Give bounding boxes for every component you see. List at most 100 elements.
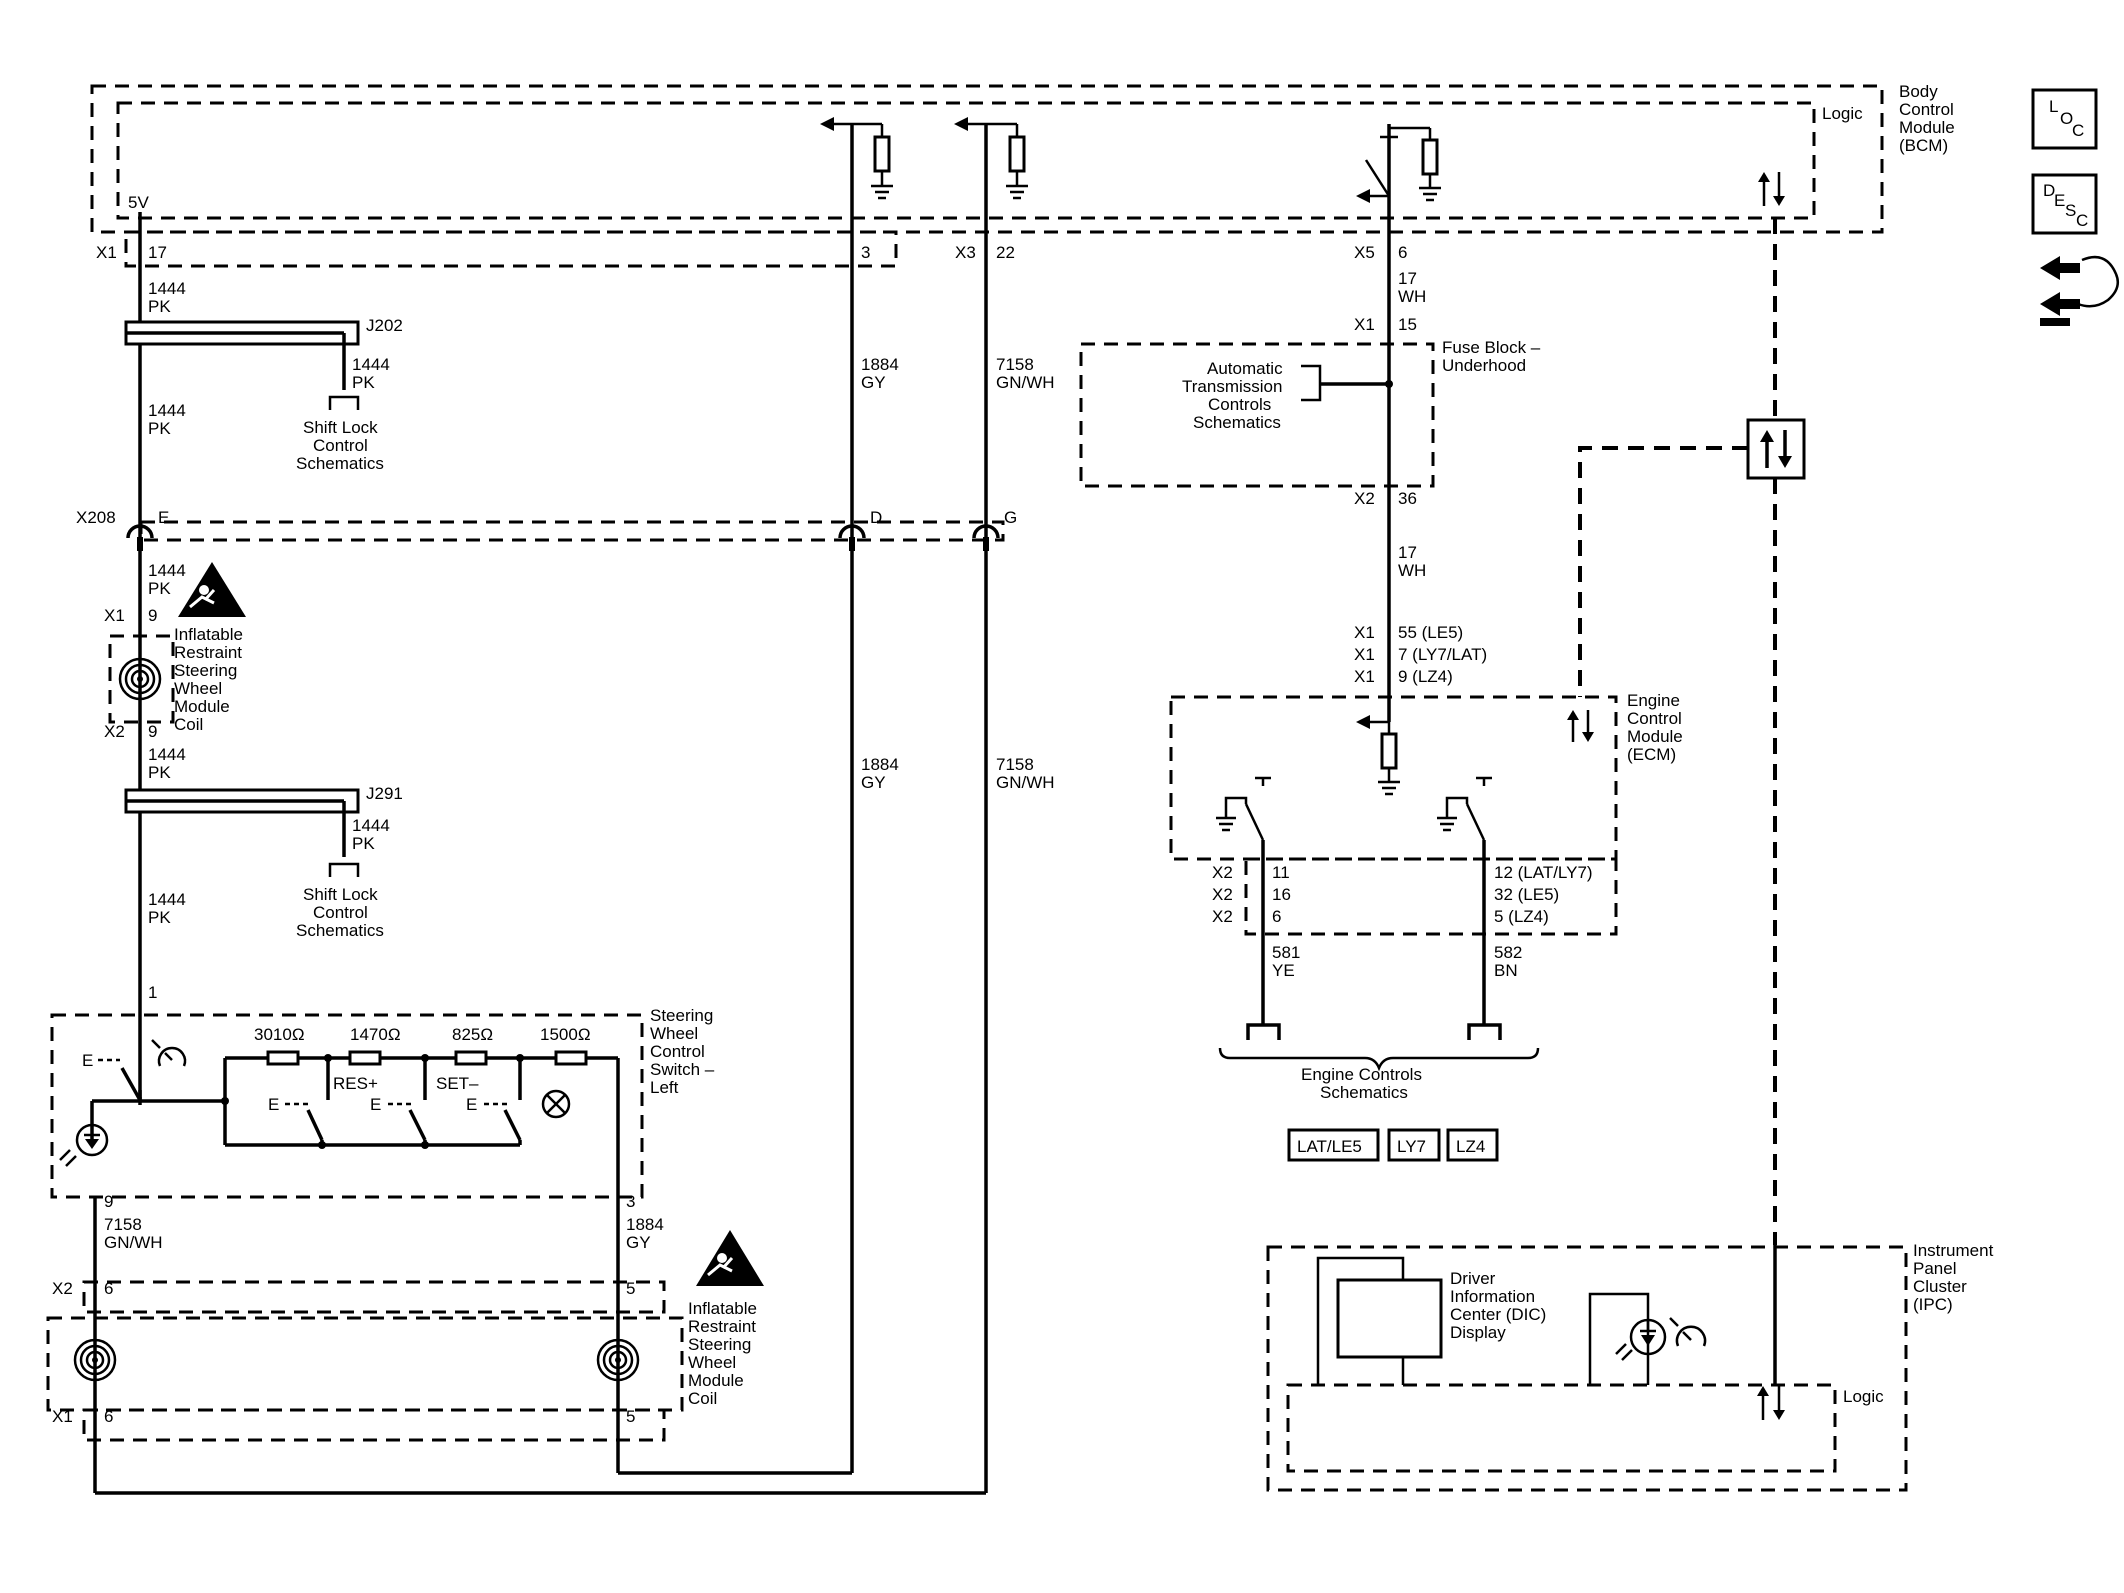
ecm-pin-11: 11 bbox=[1272, 863, 1290, 882]
c7158-a: 7158 bbox=[996, 355, 1034, 374]
shift-lock-3b: Schematics bbox=[296, 921, 384, 940]
pk-e: PK bbox=[148, 763, 171, 782]
label-pin9-c: 9 bbox=[104, 1192, 113, 1211]
c1444-a: 1444 bbox=[148, 279, 186, 298]
shift-lock-1a: Shift Lock bbox=[303, 418, 378, 437]
label-set: SET– bbox=[436, 1074, 479, 1093]
coil-lower-2: Restraint bbox=[688, 1317, 756, 1336]
coil-upper-1: Inflatable bbox=[174, 625, 243, 644]
label-x1-ecm-c: X1 bbox=[1354, 667, 1375, 686]
label-5v: 5V bbox=[128, 193, 149, 212]
ye: YE bbox=[1272, 961, 1295, 980]
auto-trans-1: Automatic bbox=[1207, 359, 1283, 378]
label-x2-ecm-a: X2 bbox=[1212, 863, 1233, 882]
c1444-f: 1444 bbox=[352, 816, 390, 835]
option-lat-le5 bbox=[1287, 1128, 1380, 1162]
label-x208: X208 bbox=[76, 508, 116, 527]
gy-c: GY bbox=[626, 1233, 651, 1252]
fuse-block-2: Underhood bbox=[1442, 356, 1526, 375]
loc-letter-1: L bbox=[2049, 97, 2058, 116]
coil-lower-4: Wheel bbox=[688, 1353, 736, 1372]
pk-g: PK bbox=[148, 908, 171, 927]
bcm-driver-switch bbox=[1356, 126, 1441, 203]
option-lat-le5-label: LAT/LE5 bbox=[1297, 1137, 1362, 1156]
ipc-label-2: Panel bbox=[1913, 1259, 1956, 1278]
c1884-c: 1884 bbox=[626, 1215, 664, 1234]
ecm-serial-arrows-icon bbox=[1567, 710, 1594, 742]
ipc-gauge-icon bbox=[1669, 1317, 1707, 1347]
shift-lock-3a: Schematics bbox=[296, 454, 384, 473]
ecm-pin-9: 9 (LZ4) bbox=[1398, 667, 1453, 686]
dic-label-1: Driver bbox=[1450, 1269, 1496, 1288]
ecm-pin-5: 5 (LZ4) bbox=[1494, 907, 1549, 926]
c1444-b: 1444 bbox=[352, 355, 390, 374]
ecm-driver-582 bbox=[1437, 776, 1492, 841]
bcm-label-4: (BCM) bbox=[1899, 136, 1948, 155]
option-lz4 bbox=[1446, 1128, 1499, 1162]
label-x1-ecm-b: X1 bbox=[1354, 645, 1375, 664]
bcm-serial-data-arrows-icon bbox=[1758, 172, 1785, 206]
gnwh-a: GN/WH bbox=[996, 373, 1055, 392]
label-pin9-b: 9 bbox=[148, 722, 157, 741]
bcm-input-gy bbox=[820, 117, 893, 200]
option-boxes bbox=[1287, 1128, 1499, 1162]
bcm-input-gnwh bbox=[954, 117, 1028, 200]
label-pin3-b: 3 bbox=[626, 1192, 635, 1211]
swc-switch-outline bbox=[50, 1013, 644, 1199]
label-pin17: 17 bbox=[148, 243, 167, 262]
coil-upper-3: Steering bbox=[174, 661, 237, 680]
gnwh-b: GN/WH bbox=[996, 773, 1055, 792]
coil-lower-6: Coil bbox=[688, 1389, 717, 1408]
label-res: RES+ bbox=[333, 1074, 378, 1093]
ecm-pin-32: 32 (LE5) bbox=[1494, 885, 1559, 904]
coil-lower-3: Steering bbox=[688, 1335, 751, 1354]
label-j291: J291 bbox=[366, 784, 403, 803]
ipc-label-4: (IPC) bbox=[1913, 1295, 1953, 1314]
swc-label-4: Switch – bbox=[650, 1060, 715, 1079]
engine-controls-connectors bbox=[1218, 1023, 1540, 1072]
c7158-c: 7158 bbox=[104, 1215, 142, 1234]
swc-label-2: Wheel bbox=[650, 1024, 698, 1043]
switch-e-1: E bbox=[82, 1051, 93, 1070]
lamp-icon bbox=[541, 1089, 571, 1119]
coil-icon bbox=[118, 657, 162, 701]
label-pin22: 22 bbox=[996, 243, 1015, 262]
label-j202: J202 bbox=[366, 316, 403, 335]
shift-lock-2a: Control bbox=[313, 436, 368, 455]
bcm-label-2: Control bbox=[1899, 100, 1954, 119]
c1884-b: 1884 bbox=[861, 755, 899, 774]
bn: BN bbox=[1494, 961, 1518, 980]
loc-icon[interactable]: L O C bbox=[2031, 88, 2098, 150]
serial-data-lines bbox=[1578, 218, 1777, 1245]
c1444-g: 1444 bbox=[148, 890, 186, 909]
resistor-1500: 1500Ω bbox=[540, 1025, 591, 1044]
c1444-e: 1444 bbox=[148, 745, 186, 764]
option-ly7 bbox=[1387, 1128, 1441, 1162]
label-x2-ecm-c: X2 bbox=[1212, 907, 1233, 926]
coil-upper-4: Wheel bbox=[174, 679, 222, 698]
resistor-3010: 3010Ω bbox=[254, 1025, 305, 1044]
label-pin-e: E bbox=[158, 508, 169, 527]
label-x2-ecm-b: X2 bbox=[1212, 885, 1233, 904]
coil-lower-outline bbox=[46, 1280, 684, 1442]
splice-j202 bbox=[124, 320, 360, 410]
label-x1-top: X1 bbox=[96, 243, 117, 262]
coil-lower-icons bbox=[73, 1338, 640, 1382]
shift-lock-2b: Control bbox=[313, 903, 368, 922]
dic-label-3: Center (DIC) bbox=[1450, 1305, 1546, 1324]
coil-upper-6: Coil bbox=[174, 715, 203, 734]
desc-icon[interactable]: D E S C bbox=[2031, 173, 2098, 235]
wh-b: WH bbox=[1398, 561, 1426, 580]
connector-icon[interactable] bbox=[2040, 255, 2119, 326]
coil-lower-1: Inflatable bbox=[688, 1299, 757, 1318]
engine-controls-2: Schematics bbox=[1320, 1083, 1408, 1102]
auto-trans-2: Transmission bbox=[1182, 377, 1282, 396]
ecm-label-4: (ECM) bbox=[1627, 745, 1676, 764]
loc-letter-3: C bbox=[2072, 121, 2084, 140]
label-pin3: 3 bbox=[861, 243, 870, 262]
ipc-label-3: Cluster bbox=[1913, 1277, 1967, 1296]
ecm-driver-581 bbox=[1216, 776, 1271, 841]
ipc-serial-arrows-icon bbox=[1757, 1386, 1785, 1420]
pk-a: PK bbox=[148, 297, 171, 316]
engine-controls-1: Engine Controls bbox=[1301, 1065, 1422, 1084]
